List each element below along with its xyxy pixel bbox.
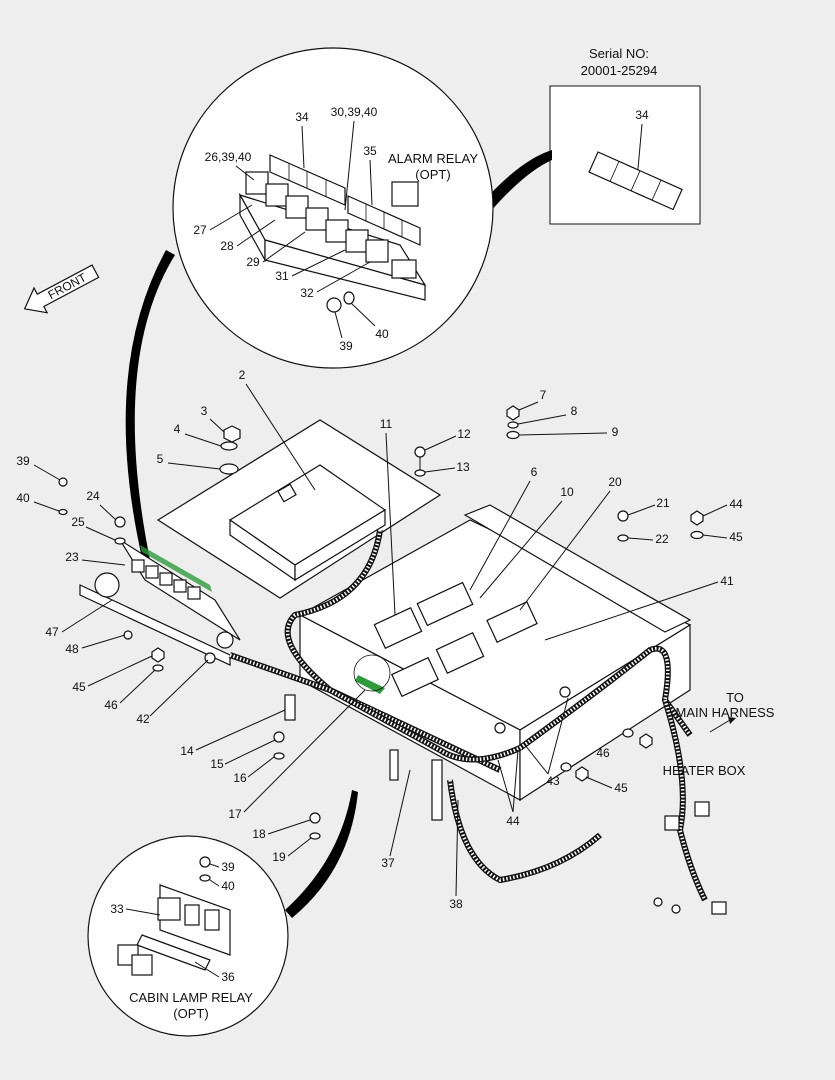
callout-48: 48 (65, 642, 79, 656)
callout-28: 28 (220, 239, 234, 253)
callout-22: 22 (655, 532, 669, 546)
callout-41: 41 (720, 574, 734, 588)
callout-39-top: 39 (339, 339, 353, 353)
callout-27: 27 (193, 223, 207, 237)
label-plates (269, 154, 421, 246)
inset-callout-34: 34 (635, 108, 649, 122)
left-relay-cubes (131, 559, 201, 600)
highlight-cabin-relay (355, 675, 385, 694)
callout-9: 9 (612, 425, 619, 439)
callout-38: 38 (449, 897, 463, 911)
callout-21: 21 (656, 496, 670, 510)
callout-14: 14 (180, 744, 194, 758)
callout-4: 4 (174, 422, 181, 436)
callout-19: 19 (272, 850, 286, 864)
alarm-relay-line1: ALARM RELAY (388, 151, 478, 166)
callout-2: 2 (239, 368, 246, 382)
callout-39-left: 39 (16, 454, 30, 468)
highlight-fuse-strip (140, 545, 212, 592)
callout-32: 32 (300, 286, 314, 300)
front-arrow: FRONT (23, 264, 100, 314)
callout-29: 29 (246, 255, 260, 269)
cabin-lamp-line1: CABIN LAMP RELAY (129, 990, 253, 1005)
heater-box-label: HEATER BOX (663, 763, 746, 778)
callout-20: 20 (608, 475, 622, 489)
alarm-relay (391, 181, 419, 207)
callout-46-left: 46 (104, 698, 118, 712)
callout-11: 11 (380, 417, 393, 431)
main-callouts: 2 3 4 5 7 8 9 11 12 13 6 10 20 21 22 44 … (16, 368, 743, 911)
callout-5: 5 (157, 452, 164, 466)
serial-inset: Serial NO: 20001-25294 34 (480, 46, 701, 225)
serial-range: 20001-25294 (581, 63, 658, 78)
callout-26-39-40: 26,39,40 (205, 150, 252, 164)
to-main-harness-line2: MAIN HARNESS (676, 705, 775, 720)
callout-36: 36 (221, 970, 235, 984)
serial-title: Serial NO: (589, 46, 649, 61)
callout-7: 7 (540, 388, 547, 402)
callout-31: 31 (275, 269, 289, 283)
callout-16: 16 (233, 771, 247, 785)
callout-45-left: 45 (72, 680, 86, 694)
callout-40-left: 40 (16, 491, 30, 505)
to-main-harness-line1: TO (726, 690, 744, 705)
callout-45-bottom: 45 (614, 781, 628, 795)
callout-39-bottom: 39 (221, 860, 235, 874)
callout-13: 13 (456, 460, 470, 474)
callout-40-top: 40 (375, 327, 389, 341)
alarm-relay-line2: (OPT) (415, 167, 450, 182)
callout-42: 42 (136, 712, 150, 726)
callout-47: 47 (45, 625, 59, 639)
cabin-lamp-inset: 39 40 33 36 CABIN LAMP RELAY (OPT) (87, 790, 358, 1037)
callout-24: 24 (86, 489, 100, 503)
callout-33: 33 (110, 902, 124, 916)
callout-43: 43 (546, 774, 560, 788)
callout-37: 37 (381, 856, 395, 870)
callout-40-bottom: 40 (221, 879, 235, 893)
callout-45-right: 45 (729, 530, 743, 544)
relay-cubes (245, 171, 417, 279)
relay-panel-inset: ALARM RELAY (OPT) 34 30,39,40 26,39,40 3… (125, 47, 494, 560)
callout-30-39-40: 30,39,40 (331, 105, 378, 119)
callout-34: 34 (295, 110, 309, 124)
callout-25: 25 (71, 515, 85, 529)
screw-39 (326, 297, 342, 313)
callout-18: 18 (252, 827, 266, 841)
callout-8: 8 (571, 404, 578, 418)
callout-17: 17 (228, 807, 242, 821)
main-assembly (58, 405, 736, 915)
callout-3: 3 (201, 404, 208, 418)
callout-12: 12 (457, 427, 471, 441)
callout-46-bottom: 46 (596, 746, 610, 760)
callout-15: 15 (210, 757, 224, 771)
callout-23: 23 (65, 550, 79, 564)
callout-44-right: 44 (729, 497, 743, 511)
callout-10: 10 (560, 485, 574, 499)
callout-35: 35 (363, 144, 377, 158)
cabin-lamp-line2: (OPT) (173, 1006, 208, 1021)
callout-6: 6 (531, 465, 538, 479)
callout-44-bottom: 44 (506, 814, 520, 828)
label-strip-inset (588, 151, 683, 211)
